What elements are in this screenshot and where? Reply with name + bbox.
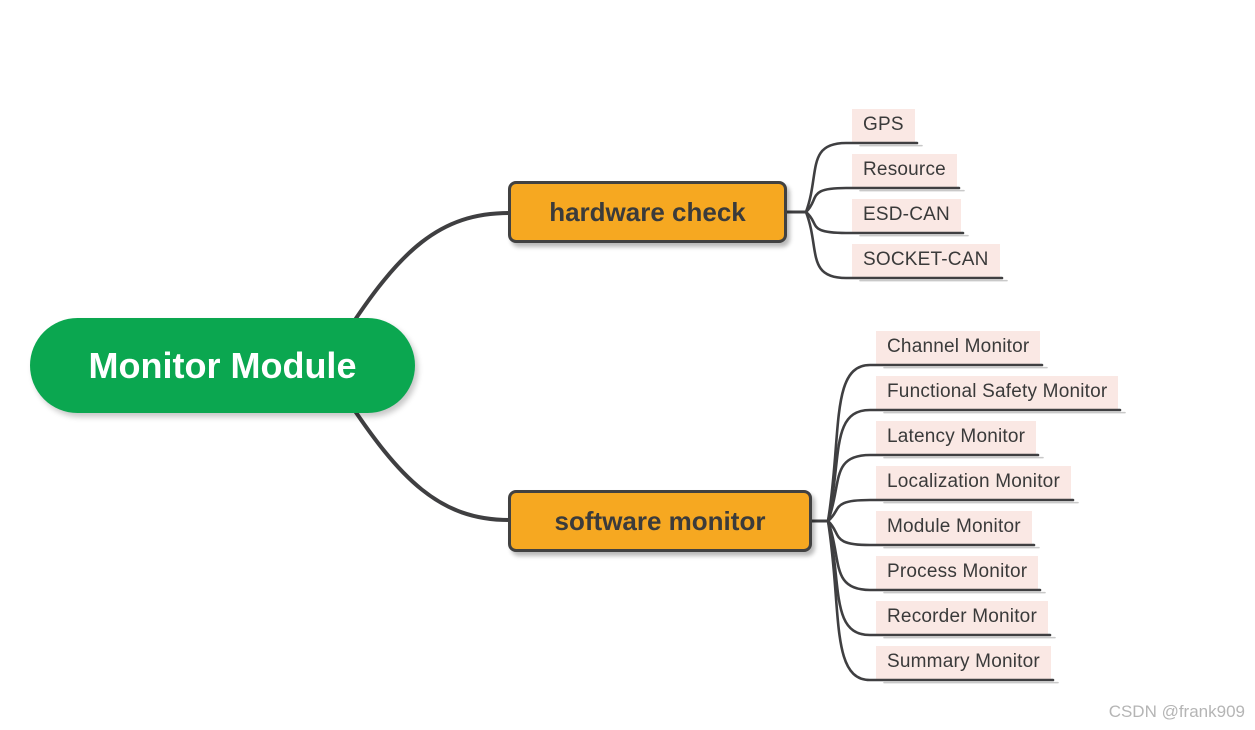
watermark-text: CSDN @frank909 <box>1108 702 1245 721</box>
branch-node-software-monitor[interactable]: software monitor <box>508 490 812 552</box>
branch-node-hardware-check[interactable]: hardware check <box>508 181 787 243</box>
leaf-node-recorder-monitor[interactable]: Recorder Monitor <box>876 601 1048 635</box>
leaf-node-localization-monitor[interactable]: Localization Monitor <box>876 466 1071 500</box>
leaf-node-functional-safety-monitor[interactable]: Functional Safety Monitor <box>876 376 1119 410</box>
leaf-node-gps[interactable]: GPS <box>852 109 915 143</box>
root-node-monitor-module[interactable]: Monitor Module <box>30 318 415 413</box>
branch-node-label: software monitor <box>554 505 766 536</box>
leaf-node-channel-monitor[interactable]: Channel Monitor <box>876 331 1041 365</box>
leaf-node-module-monitor[interactable]: Module Monitor <box>876 511 1032 545</box>
leaf-node-esd-can[interactable]: ESD-CAN <box>852 199 961 233</box>
branch-node-label: hardware check <box>549 196 746 227</box>
root-node-label: Monitor Module <box>88 344 357 386</box>
leaf-node-socket-can[interactable]: SOCKET-CAN <box>852 244 1000 278</box>
leaf-node-latency-monitor[interactable]: Latency Monitor <box>876 421 1037 455</box>
leaf-node-resource[interactable]: Resource <box>852 154 957 188</box>
leaf-node-summary-monitor[interactable]: Summary Monitor <box>876 646 1051 680</box>
leaf-node-process-monitor[interactable]: Process Monitor <box>876 556 1039 590</box>
